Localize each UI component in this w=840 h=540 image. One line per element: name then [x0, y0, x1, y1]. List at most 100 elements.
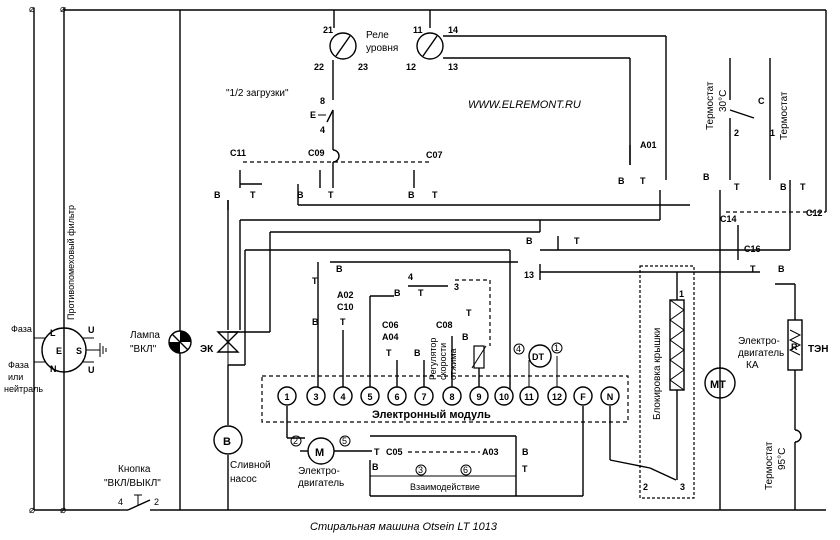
motor-ka-label-1: Электро- [738, 336, 780, 347]
speed-reg-label-3: отжима [448, 349, 458, 380]
module-terminal-circle [360, 386, 380, 406]
module-terminal-circle [333, 386, 353, 406]
module-terminal-label: 7 [421, 392, 426, 402]
motor-ka-symbol: MT [710, 379, 726, 391]
relay-pin-23: 23 [358, 62, 368, 72]
module-terminal-label: 10 [499, 392, 509, 402]
c16-t: T [750, 264, 756, 274]
drum-motor-symbol: M [315, 447, 324, 459]
relay-13-label: 13 [524, 270, 534, 280]
module-terminal-circle [573, 386, 593, 406]
button-label-1: Кнопка [118, 464, 151, 475]
c11-b: B [214, 190, 221, 200]
a01-b: B [618, 176, 625, 186]
a04-b: B [414, 348, 421, 358]
caption: Стиральная машина Otsein LT 1013 [310, 521, 498, 533]
lid-label: Блокировка крышки [652, 328, 663, 420]
a02-t: T [312, 276, 318, 286]
c16-b: B [778, 264, 785, 274]
thermo95-label: Термостат [764, 441, 775, 490]
c08-b: B [462, 332, 469, 342]
motor-pin-left: 2 [293, 436, 298, 446]
module-terminal-circle [547, 386, 567, 406]
interaction-label: Взаимодействие [410, 482, 480, 492]
dt-pin-4: 4 [516, 344, 521, 354]
filter-label: Противопомеховый фильтр [66, 205, 76, 320]
interaction-pin-3: 3 [418, 465, 423, 475]
module-terminal-circle [600, 386, 620, 406]
c12-t: T [800, 182, 806, 192]
contact-c06: C06 [382, 320, 399, 330]
thermo30-pin-2: 2 [734, 128, 739, 138]
valve-label: ЭК [200, 344, 214, 355]
c07-t: T [432, 190, 438, 200]
speed-pin-3: 3 [454, 282, 459, 292]
module-terminal-label: 9 [476, 392, 481, 402]
row2-t: T [574, 236, 580, 246]
c09-t: T [328, 190, 334, 200]
lid-pin-2: 2 [643, 482, 648, 492]
filter-pin-u-top: U [88, 325, 95, 335]
relay-pin-12: 12 [406, 62, 416, 72]
filter-phase-or-neutral-1: Фаза [8, 360, 29, 370]
terminal-mark-bottom-right: ⌀ [60, 505, 66, 516]
a01-t: T [640, 176, 646, 186]
module-terminal-circle [387, 386, 407, 406]
power-lamp: Лампа "ВКЛ" [130, 10, 192, 510]
c07-b: B [408, 190, 415, 200]
speed-reg-label-1: Регулятор [428, 338, 438, 380]
contact-a03: A03 [482, 447, 499, 457]
interference-filter: L U E S N U Фаза Фаза или нейтраль Проти… [4, 205, 107, 394]
half-load-pin-e: E [310, 110, 316, 120]
c08-t: T [466, 308, 472, 318]
contact-c11: C11 [230, 148, 246, 158]
contact-a04: A04 [382, 332, 399, 342]
contact-c12: C12 [806, 208, 823, 218]
interaction-pin-6: 6 [463, 465, 468, 475]
module-terminal-label: 1 [284, 392, 289, 402]
filter-pin-n: N [50, 364, 57, 374]
power-rails: ⌀ ⌀ ⌀ ⌀ [29, 4, 827, 516]
half-load-label: "1/2 загрузки" [226, 88, 289, 99]
c14-top-t: T [734, 182, 740, 192]
pump-label-1: Сливной [230, 460, 271, 471]
valve-and-pump: ЭК B Сливной насос [200, 200, 271, 510]
drum-motor-label-2: двигатель [298, 478, 344, 489]
motor-ka-label-2: двигатель [738, 348, 784, 359]
heater-symbol: R [791, 342, 798, 352]
a02-b: B [336, 264, 343, 274]
contact-c14: C14 [720, 214, 737, 224]
half-load-switch: 8 4 E "1/2 загрузки" [226, 60, 340, 188]
module-label: Электронный модуль [372, 409, 491, 421]
motor-pin-right: 5 [342, 436, 347, 446]
module-terminal-circle [442, 386, 462, 406]
module-terminal-label: 5 [367, 392, 372, 402]
module-terminal-circle [306, 386, 326, 406]
thermo30-label: Термостат [705, 81, 716, 130]
dt-label: DT [532, 352, 544, 362]
module-terminal-label: 6 [394, 392, 399, 402]
filter-pin-u-bottom: U [88, 365, 95, 375]
relay-pin-14: 14 [448, 25, 458, 35]
c12-b: B [780, 182, 787, 192]
contact-a02: A02 [337, 290, 354, 300]
module-terminal-label: 8 [449, 392, 454, 402]
module-terminal-circle [494, 386, 514, 406]
relay-label-1: Реле [366, 30, 389, 41]
thermo95-temp: 95°С [777, 448, 788, 470]
mid-contacts: B T A02 C10 B T 4 3 B T C06 A04 T B C08 … [312, 261, 518, 388]
terminal-mark-bottom-left: ⌀ [29, 505, 35, 516]
lid-pin-1: 1 [679, 289, 684, 299]
thermostat-30-group: A01 B T C 1 2 Термостат 30°С Термостат B… [618, 58, 827, 510]
contact-c09: C09 [308, 148, 325, 158]
thermo-right-label: Термостат [779, 91, 790, 140]
relay-label-2: уровня [366, 43, 398, 54]
module-terminal-circle [414, 386, 434, 406]
website-label: WWW.ELREMONT.RU [468, 99, 581, 111]
speed-pin-4: 4 [408, 272, 413, 282]
contact-c10: C10 [337, 302, 354, 312]
button-pin-right: 2 [154, 497, 159, 507]
lid-pin-3: 3 [680, 482, 685, 492]
